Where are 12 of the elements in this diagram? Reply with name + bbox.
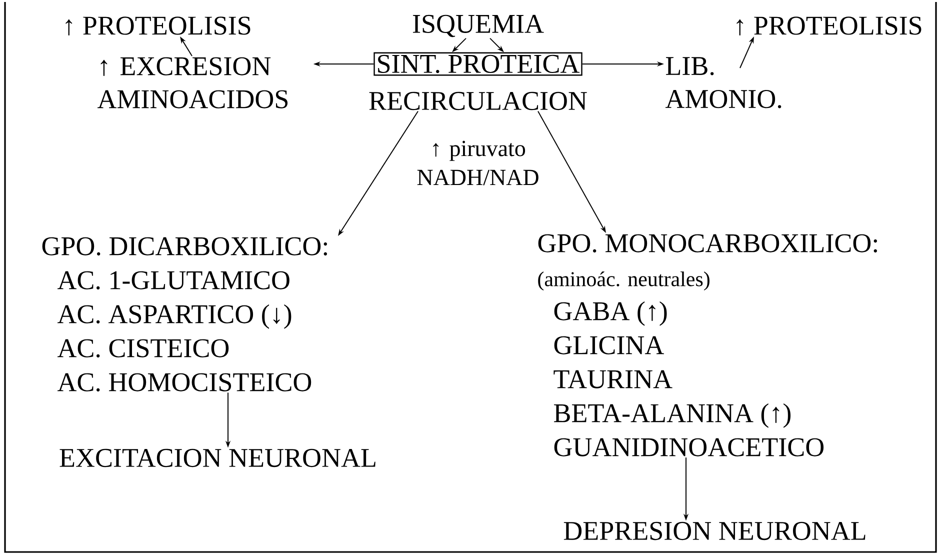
text-label: ↑ PROTEOLISIS [66, 16, 250, 36]
text-label: ISQUEMIA [412, 14, 544, 38]
process-box: SINT. PROTEICA [374, 52, 582, 76]
text-list: GPO. DICARBOXILICO: AC. 1-GLUTAMICO AC. ASPARTICO (↓) AC. CISTEICO AC. HOMOCISTEICO [42, 237, 327, 392]
text-label: ↑ EXCRESION AMINOACIDOS [97, 57, 288, 108]
text-label: ↑ PROTEOLISIS [736, 16, 922, 36]
text-label: RECIRCULACION [369, 92, 587, 110]
text-list: GPO. MONOCARBOXILICO: (aminoác. neutrales) GABA (↑) GLICINA TAURINA BETA-ALANINA (↑) GUANIDINOACETICO [538, 234, 877, 456]
text-label: EXCITACION NEURONAL [60, 448, 376, 468]
text-label: LIB. AMONIO. [665, 57, 782, 108]
text-label: ↑ piruvato NADH/NAD [417, 140, 538, 186]
text-label: DEPRESION NEURONAL [564, 522, 866, 540]
